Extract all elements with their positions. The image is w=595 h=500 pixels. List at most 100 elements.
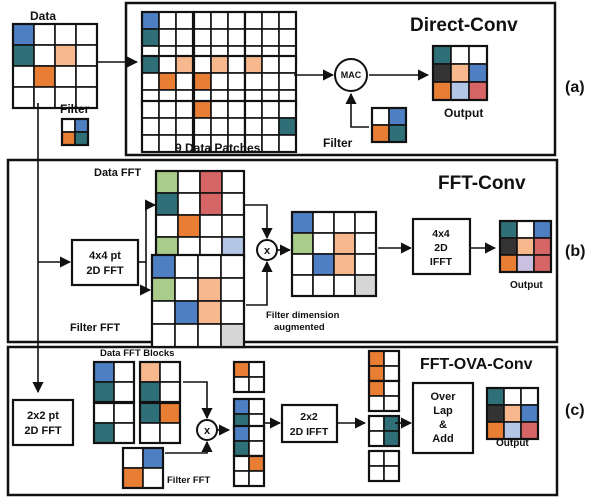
grid-cell xyxy=(33,86,56,109)
grid-frame xyxy=(11,22,99,110)
grid-cell xyxy=(388,124,407,143)
grid-cell xyxy=(159,381,181,403)
grid-cell xyxy=(248,398,265,415)
ola-line2: Lap xyxy=(433,405,453,417)
grid-cell xyxy=(244,28,263,47)
grid-cell xyxy=(278,134,297,153)
ifft-block-3 xyxy=(367,414,401,448)
grid-cell xyxy=(486,421,505,440)
grid-cell xyxy=(221,192,245,216)
ifft44-box xyxy=(411,217,472,276)
grid-cell xyxy=(278,55,297,74)
grid-cell xyxy=(291,274,314,297)
grid-cell xyxy=(12,65,35,88)
arrow-filter-to-mult-c xyxy=(165,440,213,454)
tag-c: (c) xyxy=(565,402,585,419)
grid-cell xyxy=(193,28,212,47)
grid-cell xyxy=(93,402,115,424)
arrow-blocks-to-mult xyxy=(183,381,213,420)
grid-cell xyxy=(227,28,246,47)
grid-cell xyxy=(199,192,223,216)
grid-cell xyxy=(244,55,263,74)
arrow-filter-to-mac xyxy=(345,92,369,128)
grid-cell xyxy=(499,220,518,239)
grid-frame xyxy=(243,99,298,154)
product-block-1 xyxy=(232,360,266,394)
grid-cell xyxy=(371,107,390,126)
grid-cell xyxy=(520,421,539,440)
ola-line3: & xyxy=(439,419,447,431)
grid-cell xyxy=(503,421,522,440)
grid-cell xyxy=(61,131,76,146)
product-block-4 xyxy=(232,454,266,488)
grid-cell xyxy=(278,11,297,30)
grid-cell xyxy=(33,23,56,46)
filter-matrix-left xyxy=(60,117,90,147)
grid-cell xyxy=(233,425,250,442)
grid-cell xyxy=(33,65,56,88)
grid-cell xyxy=(151,300,176,325)
grid-frame xyxy=(370,106,408,144)
product-block-2 xyxy=(232,397,266,431)
grid-cell xyxy=(261,55,280,74)
grid-frame xyxy=(232,360,266,394)
grid-cell xyxy=(175,55,194,74)
grid-cell xyxy=(248,470,265,487)
grid-cell xyxy=(175,100,194,119)
grid-cell xyxy=(533,237,552,256)
grid-cell xyxy=(12,23,35,46)
grid-cell xyxy=(139,361,161,383)
filter-aug-label-1: Filter dimension xyxy=(266,310,340,321)
grid-cell xyxy=(197,323,222,348)
data-fft-matrix xyxy=(154,169,246,261)
data-fft-blocks-label: Data FFT Blocks xyxy=(100,348,174,359)
mac-node xyxy=(334,58,368,92)
grid-cell xyxy=(432,81,452,101)
grid-cell xyxy=(432,63,452,83)
grid-cell xyxy=(139,381,161,403)
grid-cell xyxy=(193,100,212,119)
grid-cell xyxy=(221,170,245,194)
grid-cell xyxy=(139,422,161,444)
fft22-line2: 2D FFT xyxy=(24,425,62,437)
ifft22-box xyxy=(280,403,339,444)
grid-cell xyxy=(174,277,199,302)
grid-cell xyxy=(174,254,199,279)
grid-cell xyxy=(278,28,297,47)
ifft44-line1: 4x4 xyxy=(432,228,450,240)
filter-fft-label-c: Filter FFT xyxy=(167,475,210,486)
grid-frame xyxy=(232,454,266,488)
filter-fft-block xyxy=(121,446,165,490)
grid-cell xyxy=(244,100,263,119)
grid-frame xyxy=(485,386,540,441)
grid-frame xyxy=(92,401,136,445)
grid-cell xyxy=(368,465,385,482)
grid-cell xyxy=(75,23,98,46)
mac-label: MAC xyxy=(341,70,362,80)
product-block-3 xyxy=(232,424,266,458)
grid-cell xyxy=(75,44,98,67)
ifft-block-2 xyxy=(367,379,401,413)
grid-cell xyxy=(141,28,160,47)
grid-cell xyxy=(291,253,314,276)
fft22-box xyxy=(11,398,75,447)
grid-cell xyxy=(261,28,280,47)
grid-cell xyxy=(503,387,522,406)
grid-cell xyxy=(193,72,212,91)
grid-cell xyxy=(155,214,179,238)
grid-cell xyxy=(468,81,488,101)
grid-cell xyxy=(141,117,160,136)
grid-cell xyxy=(158,134,177,153)
grid-cell xyxy=(368,350,385,367)
grid-cell xyxy=(175,117,194,136)
grid-cell xyxy=(142,447,164,469)
grid-cell xyxy=(210,100,229,119)
grid-cell xyxy=(199,214,223,238)
grid-cell xyxy=(468,63,488,83)
grid-cell xyxy=(142,467,164,489)
grid-cell xyxy=(383,450,400,467)
output-matrix-c xyxy=(485,386,540,441)
grid-cell xyxy=(199,170,223,194)
data-fft-block-2 xyxy=(138,360,182,404)
